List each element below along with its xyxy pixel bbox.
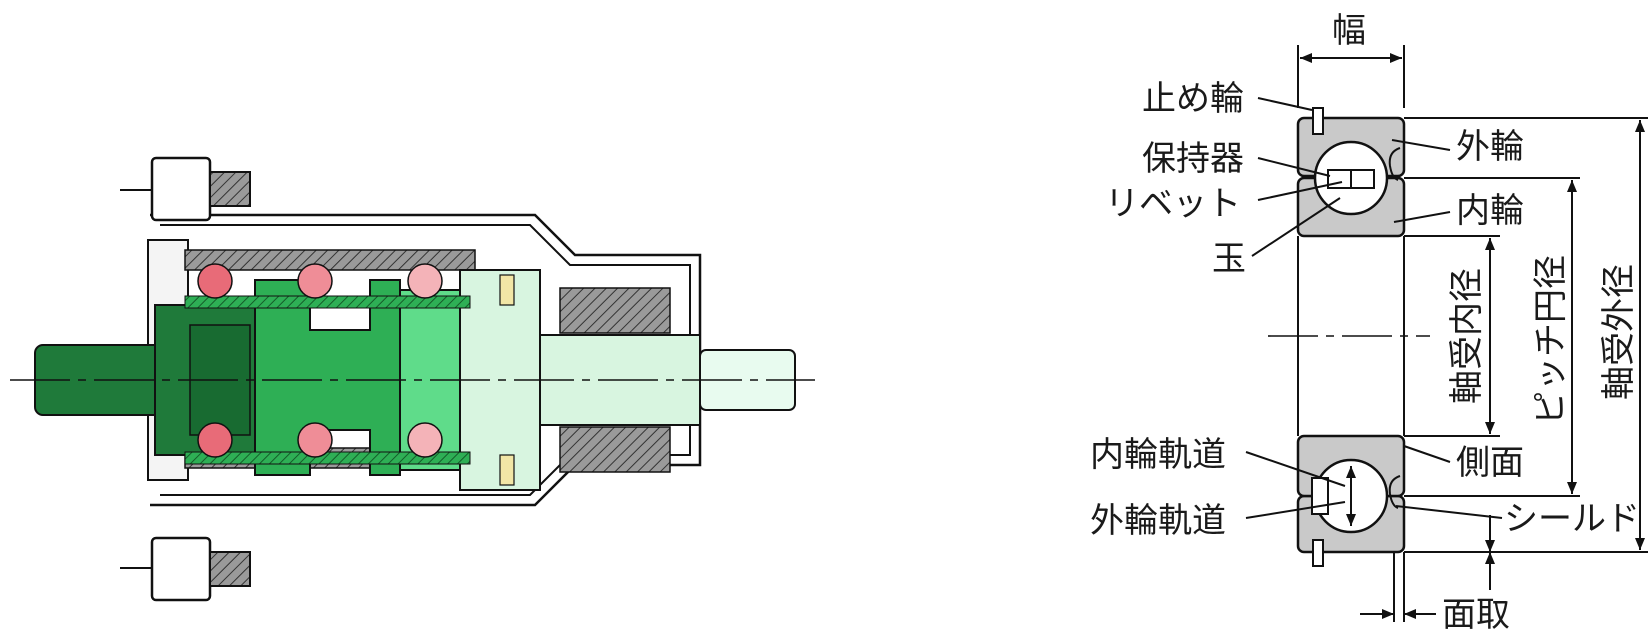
label-width: 幅 [1332,11,1366,51]
seal-bottom [499,454,515,486]
label-cage: 保持器 [1142,139,1244,179]
label-side-face: 側面 [1456,443,1524,483]
bottom-snap-ring [1312,539,1324,567]
carrier-body-mid [254,279,401,476]
ball-top-2 [297,263,333,299]
bottom-shield [1388,475,1401,509]
label-inner-raceway: 内輪軌道 [1090,435,1226,475]
label-outside-diameter: 軸受外径 [1599,264,1639,400]
needle-bearing-top [559,287,671,334]
bearing-nomenclature: 幅 軸受内径 [1090,11,1648,630]
top-bolt [120,156,251,222]
upper-housing-band [184,249,476,271]
seal-top [499,274,515,306]
label-bore-diameter: 軸受内径 [1447,268,1487,404]
ball-bottom-1 [197,422,233,458]
ball-top-3 [407,263,443,299]
bottom-cage [1311,477,1329,515]
label-chamfer: 面取 [1442,595,1510,630]
label-inner-ring: 内輪 [1456,191,1524,231]
bottom-bolt [120,536,251,602]
label-outer-ring: 外輪 [1456,127,1524,167]
label-ball: 玉 [1212,239,1246,279]
ball-top-1 [197,263,233,299]
top-snap-ring [1312,107,1324,135]
ball-bottom-2 [297,422,333,458]
needle-bearing-bottom [559,426,671,473]
label-pitch-diameter: ピッチ円径 [1531,255,1571,425]
gearbox-cross-section [10,156,815,602]
label-rivet: リベット [1105,184,1241,224]
label-snap-ring: 止め輪 [1142,79,1244,119]
label-outer-raceway: 外輪軌道 [1090,501,1226,541]
top-shield [1388,147,1401,181]
ball-bottom-3 [407,422,443,458]
upper-race-band [184,295,471,309]
label-shield: シールド [1504,499,1640,539]
